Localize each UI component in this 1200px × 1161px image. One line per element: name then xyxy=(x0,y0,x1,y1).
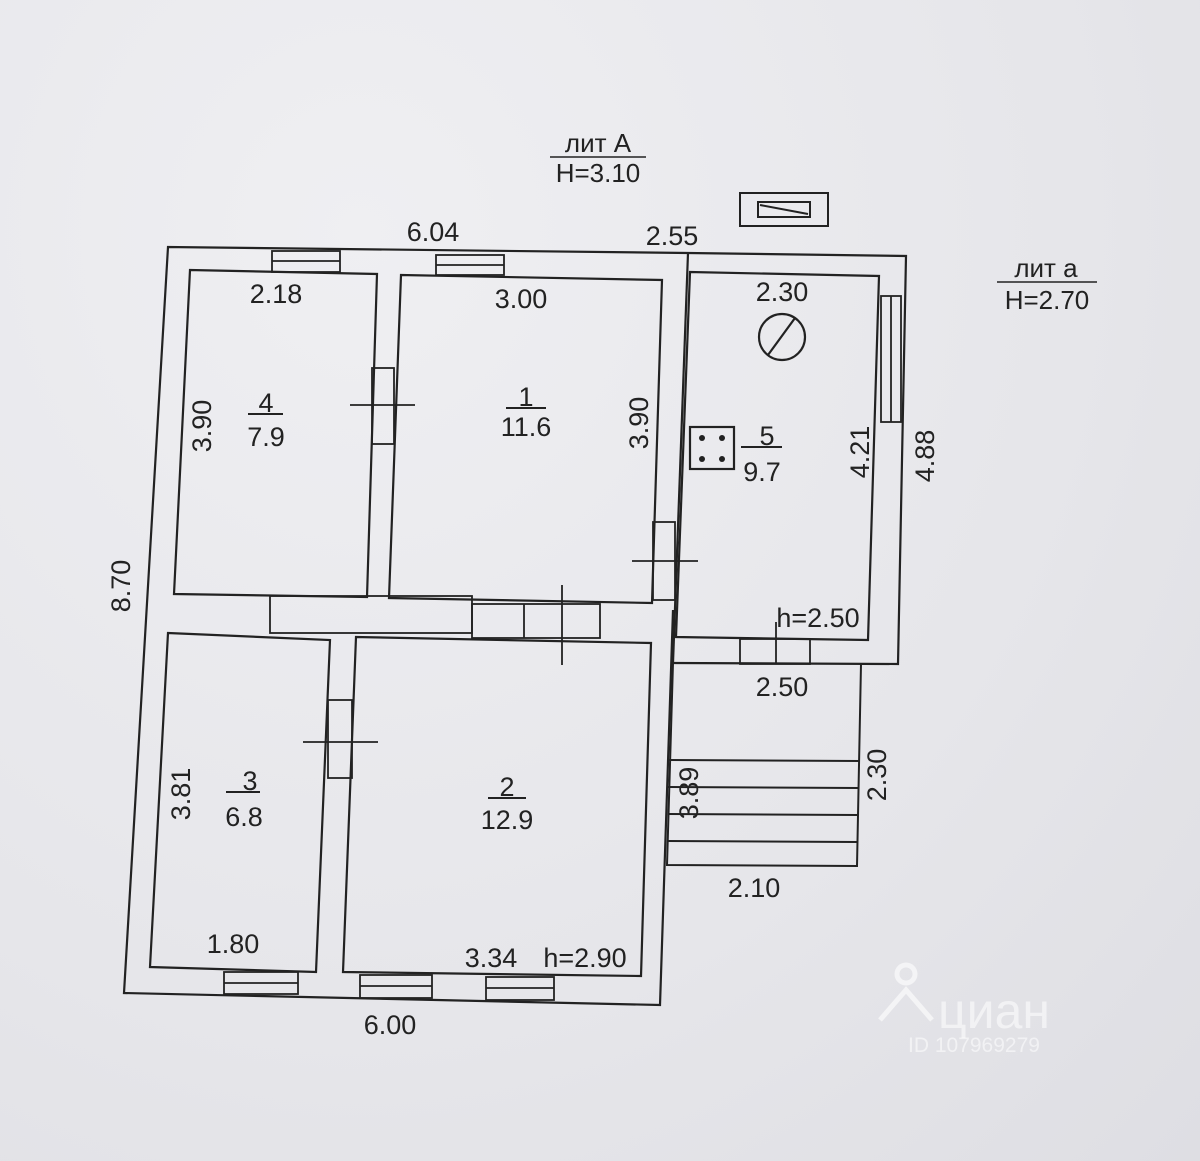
door-annex xyxy=(739,622,811,665)
lit-main-label: лит А xyxy=(565,128,632,158)
door-room4-room1 xyxy=(350,367,415,445)
dim-room5-depth: 4.21 xyxy=(845,426,875,479)
dim-top-total: 6.04 xyxy=(407,217,460,247)
dim-annex-bottom: 2.50 xyxy=(756,672,809,702)
dim-room4-depth: 3.90 xyxy=(187,400,217,453)
height-annex-label: Н=2.70 xyxy=(1005,285,1090,315)
step-1 xyxy=(668,759,861,762)
room-2-number: 2 xyxy=(499,772,514,802)
height-main-label: Н=3.10 xyxy=(556,158,641,188)
dim-room3-depth: 3.81 xyxy=(166,768,196,821)
room-2-area: 12.9 xyxy=(481,805,534,835)
door-hall xyxy=(269,585,601,665)
door-room3-room2 xyxy=(303,699,378,779)
windows xyxy=(223,250,902,1001)
watermark: циан ID 107969279 xyxy=(878,962,1050,1057)
dim-annex-depth: 4.88 xyxy=(910,430,940,483)
dim-room4-width: 2.18 xyxy=(250,279,303,309)
vent-symbol-icon xyxy=(739,192,829,227)
dim-room5-width: 2.30 xyxy=(756,277,809,307)
dim-room2-width: 3.34 xyxy=(465,943,518,973)
dim-room3-width: 1.80 xyxy=(207,929,260,959)
room-4-number: 4 xyxy=(258,388,273,418)
step-4 xyxy=(666,840,858,843)
dim-room1-depth: 3.90 xyxy=(624,397,654,450)
dim-porch-width: 2.10 xyxy=(728,873,781,903)
room-3-walls xyxy=(148,631,332,974)
room-fraction-lines xyxy=(226,407,782,799)
dim-bottom-total: 6.00 xyxy=(364,1010,417,1040)
step-3 xyxy=(667,813,859,816)
porch xyxy=(665,662,862,868)
room-2-walls xyxy=(341,635,653,978)
room-5-walls xyxy=(674,270,881,642)
doors xyxy=(269,367,811,779)
watermark-id: ID 107969279 xyxy=(908,1034,1040,1057)
dim-porch-side: 2.30 xyxy=(862,749,892,802)
annex-partition xyxy=(671,252,690,664)
room-1-walls xyxy=(387,273,664,605)
dim-top-annex: 2.55 xyxy=(646,221,699,251)
door-room1-room5 xyxy=(632,521,698,601)
dim-room5-ceiling: h=2.50 xyxy=(776,603,859,633)
map-pin-icon xyxy=(878,962,934,1022)
room-1-number: 1 xyxy=(518,382,533,412)
room-5-area: 9.7 xyxy=(743,457,781,487)
room-3-area: 6.8 xyxy=(225,802,263,832)
dim-room2-ceiling: h=2.90 xyxy=(543,943,626,973)
step-2 xyxy=(667,786,860,789)
dim-room1-width: 3.00 xyxy=(495,284,548,314)
lit-annex-label: лит а xyxy=(1014,253,1078,283)
gas-meter-icon xyxy=(757,312,807,362)
outer-wall-main xyxy=(122,245,689,1007)
stove-icon xyxy=(688,425,736,471)
dim-porch-depth: 3.89 xyxy=(674,767,704,820)
dim-left-total: 8.70 xyxy=(106,560,136,613)
room-3-number: 3 xyxy=(242,766,257,796)
watermark-brand: циан xyxy=(938,983,1050,1039)
room-4-area: 7.9 xyxy=(247,422,285,452)
room-1-area: 11.6 xyxy=(501,412,552,442)
room-5-number: 5 xyxy=(759,421,774,451)
